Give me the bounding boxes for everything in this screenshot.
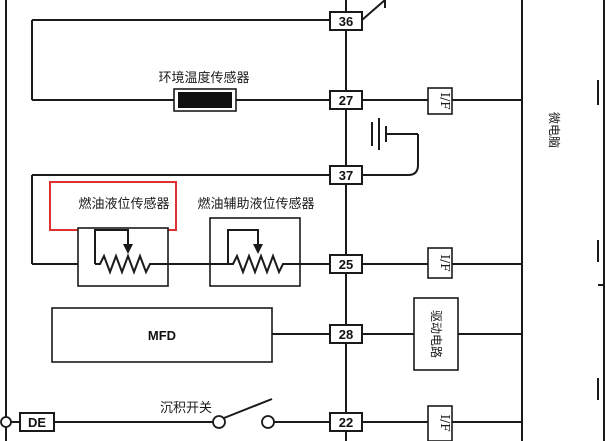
- drive-circuit-label: 驱动电路: [429, 310, 444, 358]
- pin-36-label: 36: [339, 14, 353, 29]
- pin-27-box: [329, 90, 363, 110]
- ground-wire-corner: [407, 164, 419, 176]
- fuel-aux-wiper-arrow: [253, 244, 263, 254]
- fuel-level-resistor: [95, 253, 168, 275]
- sediment-switch-label: 沉积开关: [160, 401, 212, 416]
- ambient-temp-sensor-element: [178, 92, 232, 108]
- pin-27-label: 27: [339, 93, 353, 108]
- fuel-level-wiper-arrow: [123, 244, 133, 254]
- pin-37-box: [329, 165, 363, 185]
- interface-box-27: [427, 87, 453, 115]
- ambient-temp-sensor-label: 环境温度传感器: [158, 70, 249, 86]
- de-label: DE: [28, 415, 46, 430]
- pin-25-label: 25: [339, 257, 353, 272]
- fuel-aux-level-sensor-box: [209, 217, 301, 287]
- fuel-aux-resistor: [228, 253, 330, 275]
- pin-36-box: [329, 11, 363, 31]
- microcomputer-label: 微电脑: [547, 112, 561, 148]
- interface-box-22: [427, 405, 453, 441]
- switch-contact-right: [261, 415, 275, 429]
- fuel-level-sensor-box: [77, 227, 169, 287]
- fuel-level-wiper-wire: [94, 229, 129, 264]
- pin-37-label: 37: [339, 168, 353, 183]
- switch-contact-left: [212, 415, 226, 429]
- interface-label-27: I/F: [438, 92, 452, 109]
- switch-lever: [223, 398, 273, 419]
- interface-box-25: [427, 247, 453, 279]
- pin-25-box: [329, 254, 363, 274]
- fuel-aux-wiper-wire: [227, 229, 259, 264]
- pin-22-box: [329, 412, 363, 432]
- fuel-aux-level-sensor-label: 燃油辅助液位传感器: [197, 196, 314, 212]
- drive-circuit-box: [413, 297, 459, 371]
- interface-label-22: I/F: [438, 414, 452, 431]
- de-terminal: [0, 416, 12, 428]
- mfd-label: MFD: [148, 328, 176, 343]
- pin-28-label: 28: [339, 327, 353, 342]
- interface-label-25: I/F: [438, 254, 452, 271]
- wire-36-out: [361, 0, 386, 21]
- pin-22-label: 22: [339, 415, 353, 430]
- pin-28-box: [329, 324, 363, 344]
- fuel-level-sensor-label: 燃油液位传感器: [78, 196, 169, 212]
